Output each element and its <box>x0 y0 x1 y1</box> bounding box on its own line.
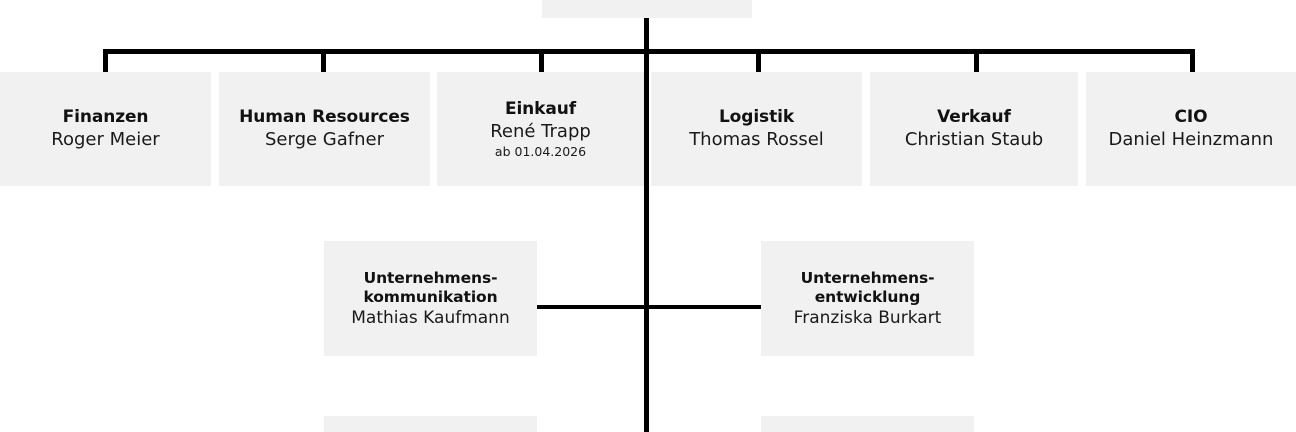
org-node-title: CIO <box>1174 106 1208 127</box>
org-node-person: Roger Meier <box>51 128 160 150</box>
org-node-title: Logistik <box>718 106 795 127</box>
connector-drop-verkauf <box>974 49 979 73</box>
org-node-title: Verkauf <box>937 106 1011 127</box>
org-node-person: Christian Staub <box>904 128 1044 150</box>
org-node-title-line2: entwicklung <box>814 287 921 306</box>
org-node-person: Franziska Burkart <box>793 307 942 328</box>
connector-drop-human-resources <box>321 49 326 73</box>
org-node-unternehmenskommunikation[interactable]: Unternehmens- kommunikation Mathias Kauf… <box>324 241 537 356</box>
org-node-bottom-left[interactable] <box>324 416 537 432</box>
connector-drop-finanzen <box>103 49 108 73</box>
org-node-title-line2: kommunikation <box>363 287 498 306</box>
connector-drop-einkauf <box>539 49 544 73</box>
org-node-unternehmensentwicklung[interactable]: Unternehmens- entwicklung Franziska Burk… <box>761 241 974 356</box>
org-node-title: Finanzen <box>62 106 149 127</box>
org-node-person: Serge Gafner <box>264 128 384 150</box>
org-node-logistik[interactable]: Logistik Thomas Rossel <box>651 72 862 186</box>
org-node-title: Human Resources <box>239 106 410 127</box>
connector-trunk-main <box>644 49 649 432</box>
connector-division-bus <box>103 49 1195 54</box>
org-node-person: René Trapp <box>490 120 591 142</box>
org-node-verkauf[interactable]: Verkauf Christian Staub <box>870 72 1078 186</box>
org-node-bottom-right[interactable] <box>761 416 974 432</box>
connector-drop-cio <box>1190 49 1195 73</box>
org-node-finanzen[interactable]: Finanzen Roger Meier <box>0 72 211 186</box>
connector-drop-logistik <box>756 49 761 73</box>
org-node-cio[interactable]: CIO Daniel Heinzmann <box>1086 72 1296 186</box>
org-node-note: ab 01.04.2026 <box>494 143 587 159</box>
org-node-title: Einkauf <box>504 98 577 119</box>
org-node-person: Daniel Heinzmann <box>1108 128 1274 150</box>
org-node-top[interactable] <box>542 0 752 18</box>
connector-trunk-top <box>644 18 649 54</box>
org-node-title-line1: Unternehmens- <box>800 268 935 287</box>
org-node-human-resources[interactable]: Human Resources Serge Gafner <box>219 72 430 186</box>
connector-staff-bar <box>535 305 762 309</box>
org-node-einkauf[interactable]: Einkauf René Trapp ab 01.04.2026 <box>437 72 644 186</box>
org-node-person: Mathias Kaufmann <box>351 307 510 328</box>
org-node-person: Thomas Rossel <box>689 128 824 150</box>
org-node-title-line1: Unternehmens- <box>363 268 498 287</box>
